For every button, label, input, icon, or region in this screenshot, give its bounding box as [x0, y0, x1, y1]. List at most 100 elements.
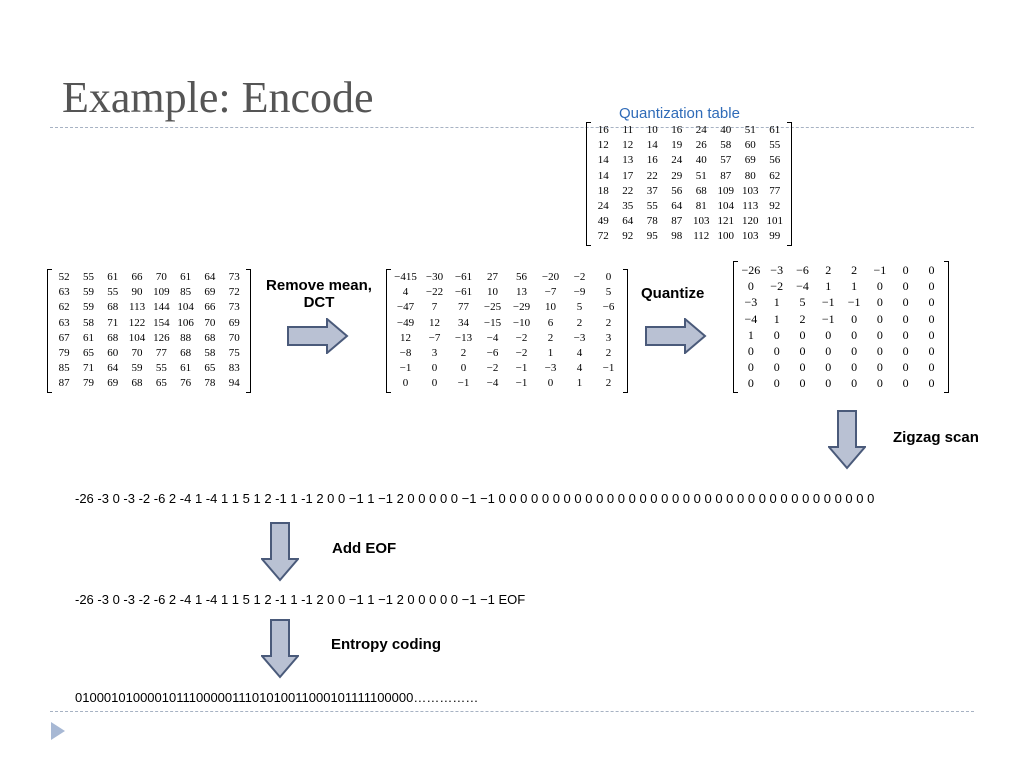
- matrix-cell: 1: [747, 327, 754, 342]
- matrix-cell: 75: [228, 347, 240, 360]
- right-arrow-icon: [287, 318, 349, 354]
- matrix-cell: 6: [547, 316, 554, 329]
- remove-mean-label-line1: Remove mean,: [266, 277, 372, 294]
- matrix-cell: 55: [107, 286, 119, 299]
- matrix-cell: 0: [799, 376, 806, 391]
- matrix-cell: 68: [131, 377, 143, 390]
- matrix-cell: 1: [851, 279, 858, 294]
- matrix-cell: 62: [769, 169, 781, 182]
- matrix-cell: 78: [646, 215, 658, 228]
- matrix-cell: 73: [228, 271, 240, 283]
- matrix-cell: −1: [873, 263, 887, 277]
- matrix-cell: −2: [515, 347, 528, 360]
- matrix-cell: 2: [576, 316, 583, 329]
- matrix-cell: 56: [516, 271, 527, 283]
- matrix-cell: 69: [744, 154, 756, 167]
- matrix-cell: 19: [671, 139, 683, 152]
- matrix-cell: 2: [460, 347, 467, 360]
- down-arrow-icon: [261, 522, 299, 582]
- matrix-cell: 112: [693, 230, 710, 243]
- matrix-cell: 12: [622, 139, 634, 152]
- matrix-cell: 99: [769, 230, 781, 243]
- matrix-cell: −7: [428, 331, 441, 344]
- matrix-cell: 10: [487, 286, 498, 299]
- matrix-cell: −4: [486, 331, 499, 344]
- matrix-cell: −25: [483, 301, 502, 314]
- matrix-cell: 0: [747, 376, 754, 391]
- matrix-cell: 1: [773, 311, 780, 326]
- matrix-cell: 64: [204, 271, 216, 283]
- matrix-left-bracket: [47, 269, 52, 393]
- matrix-cell: 70: [228, 331, 240, 344]
- matrix-cell: 17: [622, 169, 634, 182]
- zigzag-scan-label: Zigzag scan: [893, 429, 979, 446]
- matrix-cell: 0: [928, 295, 935, 310]
- matrix-cell: 56: [769, 154, 781, 167]
- matrix-cell: 22: [646, 169, 658, 182]
- matrix-cell: −6: [602, 301, 615, 314]
- matrix-cell: 1: [773, 295, 780, 310]
- matrix-cell: 0: [773, 376, 780, 391]
- matrix-cell: 66: [131, 271, 143, 283]
- matrix-cell: 4: [402, 286, 409, 299]
- matrix-cell: 10: [646, 124, 658, 136]
- matrix-cell: 2: [605, 316, 612, 329]
- matrix-cell: 120: [742, 215, 759, 228]
- matrix-cell: 35: [622, 200, 634, 213]
- matrix-cell: 5: [799, 295, 806, 310]
- matrix-cell: 0: [851, 344, 858, 359]
- matrix-cell: 72: [228, 286, 240, 299]
- matrix-cell: 14: [597, 154, 609, 167]
- matrix-cell: 92: [769, 200, 781, 213]
- matrix-cell: 51: [695, 169, 707, 182]
- matrix-cell: 55: [82, 271, 94, 283]
- matrix-cell: −2: [486, 362, 499, 375]
- matrix-cell: 83: [228, 362, 240, 375]
- matrix-cell: 0: [851, 360, 858, 375]
- matrix-cell: 71: [107, 316, 119, 329]
- matrix-cell: 81: [695, 200, 707, 213]
- matrix-cell: 113: [128, 301, 146, 314]
- matrix-cell: 64: [671, 200, 683, 213]
- matrix-cell: −49: [396, 316, 415, 329]
- matrix-cell: 0: [902, 295, 909, 310]
- matrix-cell: 0: [851, 311, 858, 326]
- matrix-cell: 60: [744, 139, 756, 152]
- matrix-cell: 0: [902, 263, 909, 277]
- matrix-cell: 0: [928, 344, 935, 359]
- matrix-cell: 63: [58, 286, 70, 299]
- matrix-cell: 70: [155, 271, 167, 283]
- matrix-cell: −29: [512, 301, 531, 314]
- matrix-cell: 79: [82, 377, 94, 390]
- matrix-cell: 69: [228, 316, 240, 329]
- matrix-cell: 68: [107, 331, 119, 344]
- matrix-cell: 12: [597, 139, 609, 152]
- matrix-cell: 88: [180, 331, 192, 344]
- matrix-cell: 55: [646, 200, 658, 213]
- matrix-cell: 27: [487, 271, 498, 283]
- matrix-cell: 77: [458, 301, 469, 314]
- matrix-cell: 0: [747, 279, 754, 294]
- matrix-cell: 55: [155, 362, 167, 375]
- matrix-cell: 95: [646, 230, 658, 243]
- matrix-cell: −1: [515, 362, 528, 375]
- matrix-cell: 0: [799, 327, 806, 342]
- down-arrow-icon: [261, 619, 299, 679]
- matrix-cell: 104: [717, 200, 735, 213]
- matrix-cell: 73: [228, 301, 240, 314]
- matrix-cell: 67: [58, 331, 70, 344]
- matrix-left-bracket: [733, 261, 738, 393]
- slide-title: Example: Encode: [62, 73, 374, 122]
- matrix-cell: 0: [747, 360, 754, 375]
- matrix-cell: 63: [58, 316, 70, 329]
- matrix-cell: 12: [429, 316, 440, 329]
